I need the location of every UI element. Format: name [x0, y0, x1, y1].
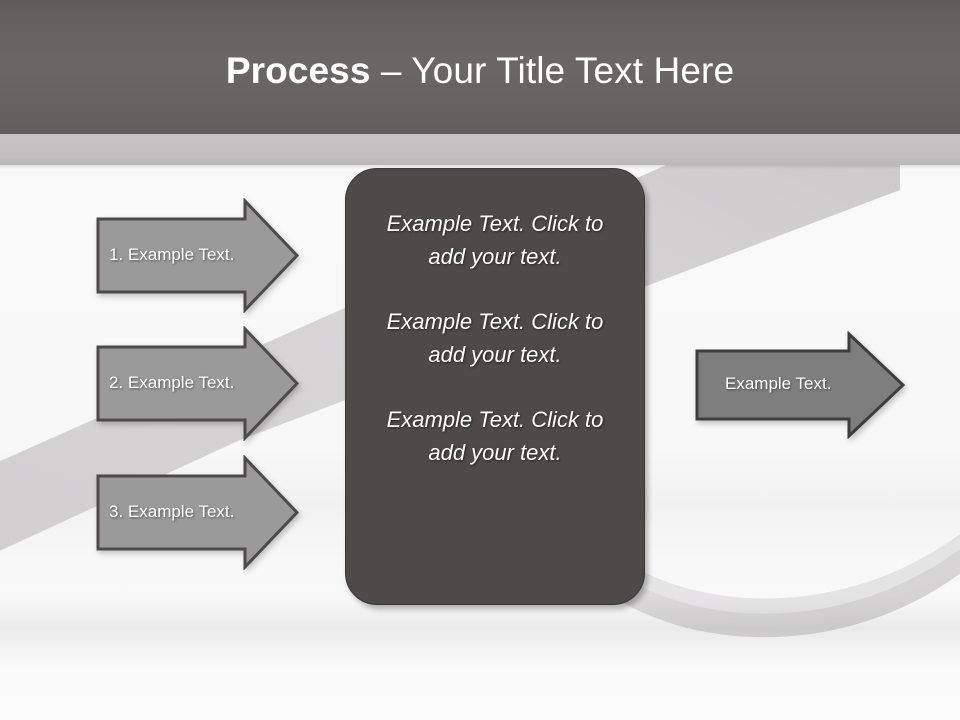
process-arrow-3[interactable]: 3. Example Text.: [95, 455, 300, 570]
center-content-box[interactable]: Example Text. Click to add your text. Ex…: [345, 168, 645, 605]
header-accent-strip: [0, 134, 960, 165]
arrow-shape-2: [96, 326, 300, 441]
process-arrow-3-label: 3. Example Text.: [109, 502, 235, 521]
outcome-arrow-label: Example Text.: [725, 374, 832, 393]
floor-shadow-band: [0, 596, 960, 668]
process-arrow-1[interactable]: 1. Example Text.: [95, 198, 300, 313]
outcome-arrow-shape: [695, 331, 906, 439]
center-paragraph-1: Example Text. Click to add your text.: [386, 211, 604, 269]
process-arrow-2[interactable]: 2. Example Text.: [95, 326, 300, 441]
header-band: [0, 0, 960, 134]
process-arrow-2-label: 2. Example Text.: [109, 373, 235, 392]
outcome-arrow[interactable]: Example Text.: [694, 331, 906, 439]
arrow-shape-3: [96, 455, 300, 570]
center-paragraph-3: Example Text. Click to add your text.: [386, 407, 604, 465]
center-paragraph-2: Example Text. Click to add your text.: [386, 309, 604, 367]
process-arrow-1-label: 1. Example Text.: [109, 245, 235, 264]
page-title: Process – Your Title Text Here: [0, 49, 960, 93]
arrow-shape-1: [96, 198, 300, 313]
page-title-rest: – Your Title Text Here: [370, 50, 735, 91]
header-strip-shadow: [0, 165, 960, 169]
page-title-bold: Process: [225, 50, 371, 91]
